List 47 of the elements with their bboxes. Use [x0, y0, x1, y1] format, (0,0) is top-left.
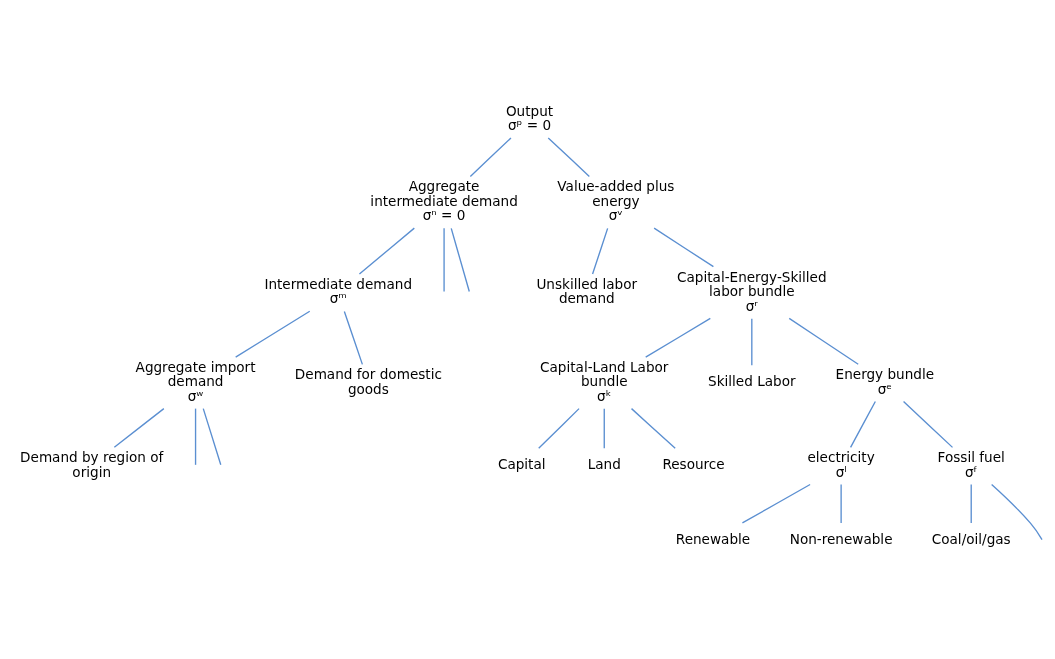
node-text: Demand for domestic goods: [294, 366, 442, 397]
node-label: σˡ: [835, 463, 847, 480]
node-label: σᵐ: [329, 290, 347, 307]
node-text: Energy bundle: [835, 366, 935, 383]
connector: [630, 407, 676, 449]
connector: [849, 400, 876, 449]
connector: [902, 400, 954, 449]
node-label: σᵏ: [597, 388, 612, 405]
node-text: Skilled Labor: [708, 373, 796, 390]
connector: [840, 483, 842, 524]
connector: [538, 407, 580, 449]
node-text: Land: [587, 456, 621, 473]
connector: [970, 483, 972, 524]
connector: [343, 310, 364, 366]
node-text: Capital: [497, 456, 546, 473]
connector: [751, 318, 753, 366]
connector: [741, 483, 811, 524]
node-label: σⁿ = 0: [422, 207, 466, 224]
node-text: Demand by region of origin: [20, 449, 164, 480]
node-text: Unskilled labor demand: [536, 275, 638, 307]
connector: [450, 227, 470, 293]
connector: [788, 317, 859, 365]
connector: [113, 407, 165, 448]
connector: [645, 317, 711, 358]
connector: [235, 310, 311, 358]
connector: [443, 227, 445, 293]
node-label: σʷ: [187, 388, 204, 405]
node-label: σʳ: [745, 297, 758, 314]
node-text: Intermediate demand: [264, 275, 413, 292]
node-text: Resource: [662, 456, 725, 473]
node-text: electricity: [807, 449, 875, 466]
connector: [990, 483, 1043, 541]
connector: [469, 137, 512, 178]
connector: [202, 407, 222, 466]
connector: [194, 407, 197, 466]
node-text: Renewable: [675, 531, 751, 548]
node-text: Coal/oil/gas: [931, 531, 1011, 548]
connector: [547, 137, 590, 178]
connector: [603, 407, 605, 449]
node-text: Non-renewable: [789, 531, 893, 548]
node-text: Output: [505, 102, 554, 119]
node-label: σᶠ: [964, 463, 978, 480]
connector: [591, 227, 609, 275]
connector: [653, 227, 715, 268]
connector: [358, 227, 415, 275]
node-label: σᵛ: [608, 207, 624, 224]
node-text: Fossil fuel: [937, 449, 1005, 466]
